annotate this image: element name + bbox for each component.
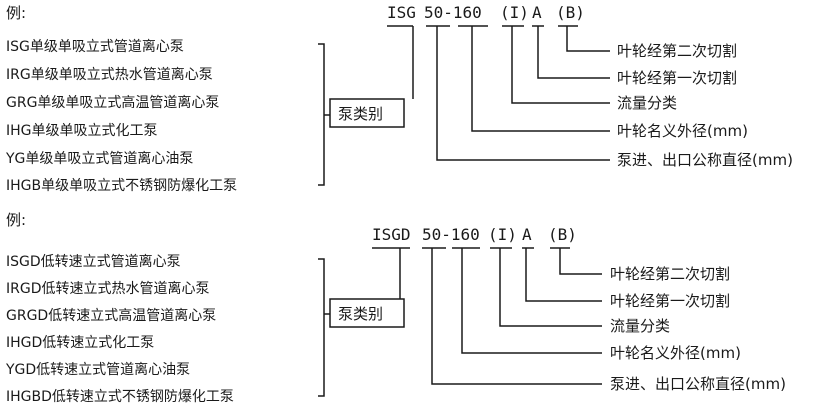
code-first-cut: A bbox=[522, 225, 532, 244]
legend-impeller-diameter: 叶轮名义外径(mm) bbox=[610, 344, 741, 362]
legend-nominal-diameter: 泵进、出口公称直径(mm) bbox=[617, 151, 793, 169]
category-box bbox=[329, 98, 405, 128]
pump-type-item: IHGD低转速立式化工泵 bbox=[6, 335, 154, 351]
code-flow-class: (I) bbox=[488, 225, 517, 244]
leader-second-cut bbox=[559, 248, 602, 275]
code-first-cut: A bbox=[532, 3, 542, 22]
pump-type-item: GRG单级单吸立式高温管道离心泵 bbox=[6, 94, 219, 111]
pump-type-item: ISGD低转速立式管道离心泵 bbox=[6, 253, 181, 270]
pump-type-item: IRGD低转速立式热水管道离心泵 bbox=[6, 280, 210, 297]
leader-first-cut bbox=[537, 26, 610, 79]
pump-type-item: IRG单级单吸立式热水管道离心泵 bbox=[6, 66, 213, 83]
example-label: 例: bbox=[6, 211, 26, 229]
pump-type-item: ISG单级单吸立式管道离心泵 bbox=[6, 38, 184, 55]
pump-type-item: YGD低转速立式管道离心油泵 bbox=[5, 361, 190, 378]
legend-nominal-diameter: 泵进、出口公称直径(mm) bbox=[610, 375, 786, 393]
category-label: 泵类别 bbox=[338, 105, 383, 123]
category-box bbox=[329, 298, 405, 328]
leader-flow-class bbox=[511, 26, 610, 104]
leader-diameter bbox=[436, 26, 610, 161]
section-2: 例: ISGD低转速立式管道离心泵 IRGD低转速立式热水管道离心泵 GRGD低… bbox=[5, 211, 786, 405]
leader-second-cut bbox=[566, 26, 610, 52]
pump-type-item: IHGB单级单吸立式不锈钢防爆化工泵 bbox=[6, 178, 237, 194]
pump-type-item: IHG单级单吸立式化工泵 bbox=[6, 123, 158, 139]
legend-second-cut: 叶轮经第二次切割 bbox=[610, 265, 730, 283]
code-size: 50-160 bbox=[422, 225, 480, 244]
code-second-cut: (B) bbox=[556, 3, 585, 22]
pump-type-item: YG单级单吸立式管道离心油泵 bbox=[5, 150, 193, 167]
leader-first-cut bbox=[525, 248, 602, 302]
legend-flow-class: 流量分类 bbox=[617, 94, 677, 112]
leader-impeller-diameter bbox=[461, 248, 602, 354]
code-series: ISG bbox=[387, 3, 416, 22]
legend-impeller-diameter: 叶轮名义外径(mm) bbox=[617, 122, 748, 140]
legend-first-cut: 叶轮经第一次切割 bbox=[610, 292, 730, 310]
code-flow-class: (I) bbox=[500, 3, 529, 22]
legend-first-cut: 叶轮经第一次切割 bbox=[617, 69, 737, 87]
leader-diameter bbox=[431, 248, 602, 385]
bracket bbox=[318, 258, 325, 397]
bracket bbox=[318, 43, 325, 186]
category-label: 泵类别 bbox=[338, 305, 383, 323]
example-label: 例: bbox=[6, 4, 26, 22]
section-1: 例: ISG单级单吸立式管道离心泵 IRG单级单吸立式热水管道离心泵 GRG单级… bbox=[5, 3, 793, 194]
leader-impeller-diameter bbox=[471, 26, 610, 132]
code-size: 50-160 bbox=[424, 3, 482, 22]
pump-type-item: IHGBD低转速立式不锈钢防爆化工泵 bbox=[6, 389, 234, 405]
legend-flow-class: 流量分类 bbox=[610, 317, 670, 335]
pump-type-item: GRGD低转速立式高温管道离心泵 bbox=[6, 307, 216, 324]
code-second-cut: (B) bbox=[548, 225, 577, 244]
code-series: ISGD bbox=[372, 225, 411, 244]
leader-flow-class bbox=[499, 248, 602, 327]
legend-second-cut: 叶轮经第二次切割 bbox=[617, 42, 737, 60]
